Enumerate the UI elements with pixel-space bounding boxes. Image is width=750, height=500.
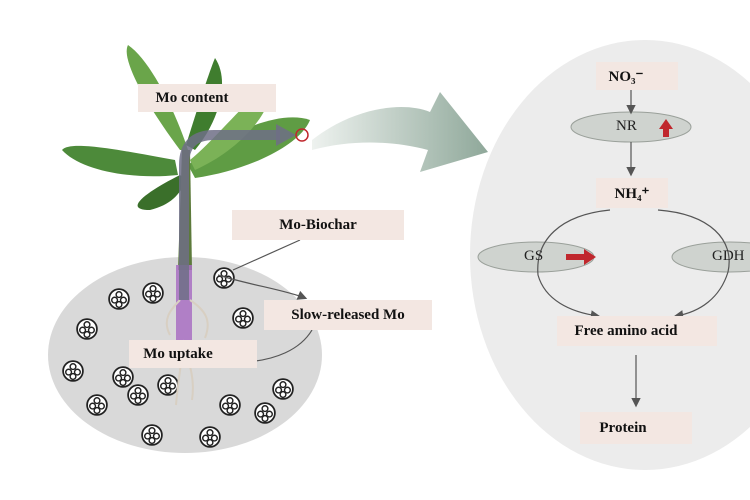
nr-up-arrow — [659, 119, 673, 137]
no3-label: NO₃⁻ — [596, 62, 678, 90]
nr-label: NR — [616, 118, 637, 135]
mo-content-text: Mo content — [155, 89, 229, 106]
gdh-text: GDH — [712, 248, 745, 264]
free-amino-acid-label: Free amino acid — [557, 316, 717, 346]
nr-text: NR — [616, 118, 637, 134]
gdh-enzyme-ellipse — [671, 241, 750, 273]
slow-released-mo-text: Slow-released Mo — [291, 306, 405, 323]
plant-illustration — [62, 45, 310, 406]
gs-text: GS — [524, 248, 544, 264]
mo-content-label: Mo content — [138, 84, 276, 112]
mo-biochar-label: Mo-Biochar — [232, 210, 404, 240]
free-amino-acid-text: Free amino acid — [574, 322, 678, 339]
nh4-text: NH₄⁺ — [614, 185, 650, 202]
nh4-label: NH₄⁺ — [596, 178, 668, 208]
protein-text: Protein — [599, 419, 647, 436]
mo-uptake-text: Mo uptake — [143, 345, 213, 362]
no3-text: NO₃⁻ — [608, 68, 644, 85]
flow-arrow — [312, 92, 488, 172]
mo-uptake-label: Mo uptake — [129, 340, 257, 368]
gs-right-arrow — [566, 249, 596, 265]
protein-label: Protein — [580, 412, 692, 444]
metabolism-panel — [470, 40, 750, 470]
mo-biochar-text: Mo-Biochar — [279, 216, 357, 233]
gs-label: GS — [524, 248, 543, 265]
slow-released-mo-label: Slow-released Mo — [264, 300, 432, 330]
gdh-label: GDH — [712, 248, 745, 265]
